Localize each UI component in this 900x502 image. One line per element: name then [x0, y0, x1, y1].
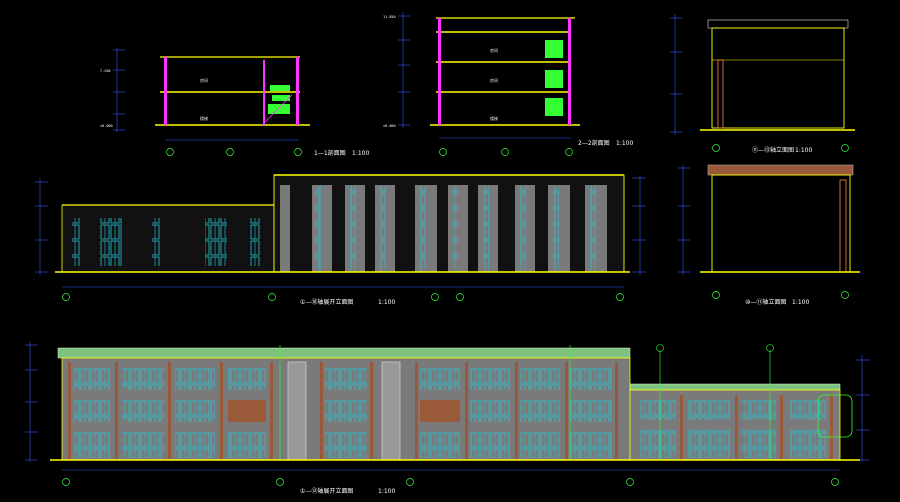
- section-2-left-wall: [438, 18, 441, 125]
- bottom-elev-scale: 1:100: [378, 488, 395, 495]
- section-1-left-wall: [164, 57, 167, 125]
- section-2-drawing: 房间 房间 楼梯 11.850 ±0.000 2—2剖面图 1:100: [383, 12, 633, 156]
- side-small-column: [717, 59, 724, 129]
- section-1-axis-bubbles: [166, 148, 302, 156]
- middle-elevation: ①—⑱轴展开立面图 1:100: [35, 174, 646, 306]
- section-2-level-marks: [398, 12, 410, 128]
- section-2-level-text-2: ±0.000: [383, 124, 396, 128]
- right-side-elevation: ⑩—⑪轴立面图 1:100: [678, 164, 860, 306]
- section-2-title: 2—2剖面图: [578, 139, 610, 147]
- mid-elev-low-wing: [61, 204, 275, 273]
- bottom-elev-windows-row-3: [74, 430, 826, 458]
- section-1-right-wall: [296, 57, 299, 125]
- section-1-scale: 1:100: [352, 150, 369, 157]
- side-elevation-small: ⑪—⑬轴立面图 1:100: [670, 14, 855, 154]
- section-1-level-text: 7.200: [100, 69, 111, 73]
- right-side-axis-bubbles: [712, 291, 849, 299]
- bottom-elev-cloud-mark: [817, 394, 853, 438]
- side-small-parapet: [707, 19, 849, 29]
- side-small-body: [711, 27, 845, 129]
- section-1-drawing: 房间 楼梯 7.200 ±0.000 1—1剖面图 1:100: [100, 48, 369, 157]
- mid-elev-axis-bubbles: [62, 293, 624, 301]
- bottom-elev-piers: [68, 362, 833, 460]
- bottom-elev-leader-lines: [279, 344, 774, 460]
- side-small-level-marks: [670, 14, 682, 135]
- right-side-body: [711, 174, 851, 273]
- mid-elev-low-wing-windows: [72, 218, 260, 266]
- section-2-axis-bubbles: [439, 148, 573, 156]
- bottom-elevation: ①—⑫轴展开立面图 1:100: [25, 342, 870, 495]
- section-2-scale: 1:100: [616, 140, 633, 147]
- right-side-parapet: [707, 164, 854, 176]
- section-2-room-label-2: 房间: [490, 77, 498, 83]
- section-2-room-label: 房间: [490, 47, 498, 53]
- mid-elev-main-windows: [315, 186, 596, 270]
- bottom-elev-parapet: [57, 347, 631, 359]
- right-side-title: ⑩—⑪轴立面图: [745, 298, 786, 306]
- section-1-room-label-2: 楼梯: [200, 115, 208, 121]
- right-side-scale: 1:100: [792, 299, 809, 306]
- right-side-level-marks: [678, 165, 690, 275]
- mid-elev-level-marks: [35, 175, 646, 275]
- section-1-title: 1—1剖面图: [314, 149, 346, 157]
- section-1-level-marks: [113, 48, 125, 132]
- section-1-room-label: 房间: [200, 77, 208, 83]
- bottom-elev-windows-row-2: [74, 400, 826, 422]
- section-1-stair: [268, 85, 290, 114]
- section-2-stair: [545, 40, 563, 116]
- bottom-elev-title: ①—⑫轴展开立面图: [300, 487, 353, 495]
- bottom-elev-stair-towers: [287, 361, 401, 461]
- section-1-mid-wall: [263, 60, 265, 125]
- side-small-scale: 1:100: [795, 147, 812, 154]
- section-1-level-text-2: ±0.000: [100, 124, 113, 128]
- section-2-room-label-3: 楼梯: [490, 115, 498, 121]
- right-side-column: [839, 179, 847, 273]
- mid-elev-scale: 1:100: [378, 299, 395, 306]
- mid-elev-title: ①—⑱轴展开立面图: [300, 298, 353, 306]
- section-2-level-text: 11.850: [383, 15, 396, 19]
- section-1-stair-rail: [261, 94, 293, 126]
- side-small-title: ⑪—⑬轴立面图: [752, 146, 794, 154]
- section-2-right-wall: [568, 18, 571, 125]
- side-small-axis-bubbles: [712, 144, 849, 152]
- bottom-elev-level-marks: [25, 342, 870, 462]
- bottom-elev-axis-bubbles: [62, 478, 839, 486]
- bottom-elev-parapet-right: [629, 383, 841, 391]
- bottom-elev-windows-row-1: [74, 368, 612, 390]
